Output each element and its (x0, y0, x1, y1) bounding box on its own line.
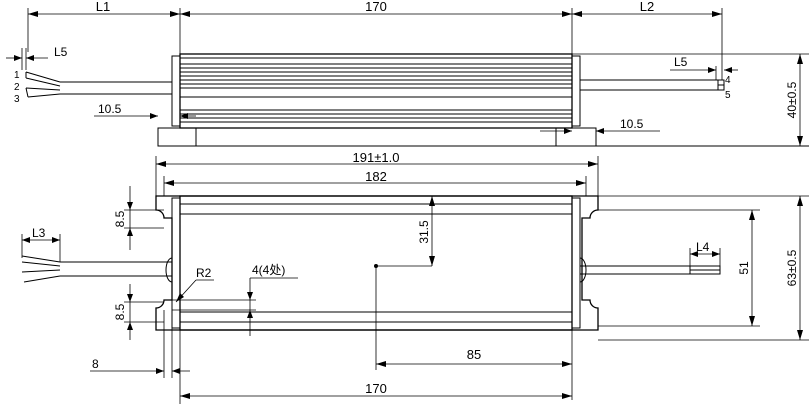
dim-radius: R2 (196, 266, 212, 280)
dim-l3: L3 (32, 226, 46, 240)
wire-label-4: 4 (725, 75, 731, 86)
top-view: L1 170 L2 L5 1 2 3 L5 4 5 (6, 0, 809, 147)
dim-height-bottom: 63±0.5 (785, 249, 799, 286)
dim-overall: 191±1.0 (353, 150, 400, 165)
top-end-cap-right (571, 55, 581, 127)
dim-hole-top: 8.5 (113, 210, 127, 227)
dim-l4: L4 (696, 240, 710, 254)
dim-hole-dia: 4(4处) (252, 263, 285, 277)
dim-mount-right: 10.5 (620, 117, 644, 131)
wire-label-2: 2 (14, 82, 20, 93)
bottom-flange (155, 195, 599, 331)
dim-height-top: 40±0.5 (785, 81, 799, 118)
dim-hole-bottom: 8.5 (113, 303, 127, 320)
dim-offset: 31.5 (417, 220, 431, 244)
top-housing (179, 53, 573, 129)
top-fins (180, 57, 572, 123)
dim-l5-left: L5 (54, 45, 68, 59)
dim-length-bottom: 170 (365, 381, 387, 396)
wire-label-5: 5 (725, 90, 731, 101)
dim-mount-left: 10.5 (98, 102, 122, 116)
dim-length-top: 170 (365, 0, 387, 14)
top-foot-left (157, 127, 197, 147)
top-end-cap-left (171, 55, 181, 127)
dim-l1: L1 (96, 0, 110, 14)
wire-label-3: 3 (14, 94, 20, 105)
wire-label-1: 1 (14, 70, 20, 81)
dim-l2: L2 (640, 0, 654, 14)
bottom-view: 191±1.0 182 8.5 8.5 31.5 (21, 150, 809, 404)
dim-body: 182 (365, 169, 387, 184)
dim-edge: 8 (92, 357, 99, 371)
dim-inner-height: 51 (737, 261, 751, 275)
dim-center: 85 (467, 347, 481, 362)
dim-l5-right: L5 (674, 55, 688, 69)
